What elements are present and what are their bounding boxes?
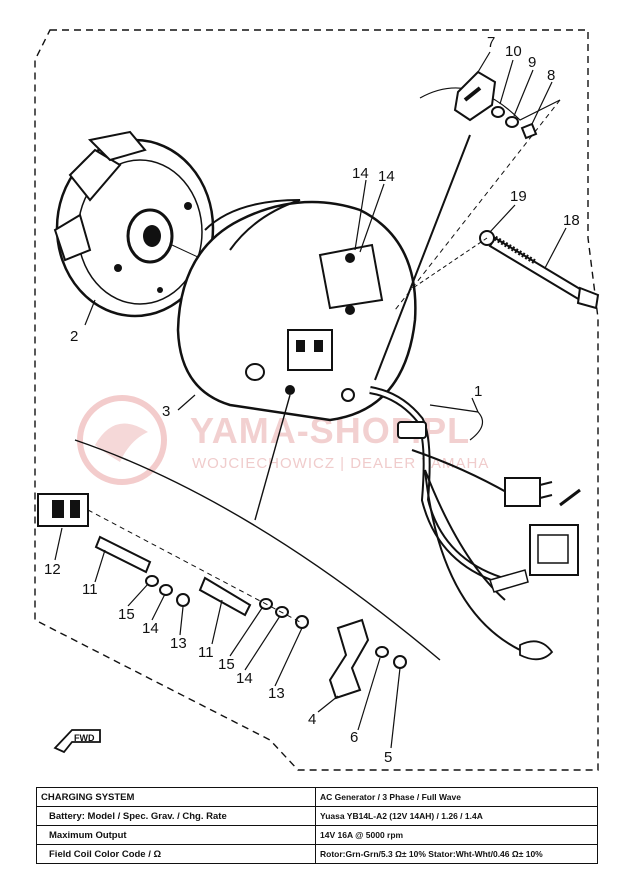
part-label-12: 12 xyxy=(44,561,61,578)
spec-value: Rotor:Grn-Grn/5.3 Ω± 10% Stator:Wht-Wht/… xyxy=(315,844,598,864)
part-label-15b: 15 xyxy=(218,656,235,673)
part-label-13b: 13 xyxy=(268,685,285,702)
leader-line xyxy=(177,394,196,411)
part-label-16: 14 xyxy=(378,168,395,185)
part-label-2: 2 xyxy=(70,328,78,345)
cover-part-7 xyxy=(453,70,497,122)
screw-part-13 xyxy=(295,615,309,629)
leader-line xyxy=(87,509,301,623)
washer-part-9 xyxy=(505,116,519,128)
part-number-labels: 7 10 9 8 14 14 19 18 2 3 1 12 11 15 14 1… xyxy=(44,34,580,766)
leader-line xyxy=(374,134,471,381)
spec-table-row: Maximum Output 14V 16A @ 5000 rpm xyxy=(36,825,598,845)
assembly-boundary xyxy=(34,29,599,771)
spec-table-row: Battery: Model / Spec. Grav. / Chg. Rate… xyxy=(36,806,598,826)
brush-holder-bracket-line xyxy=(74,439,441,661)
leader-line xyxy=(429,404,484,441)
fwd-label: FWD xyxy=(74,733,95,743)
brush-holder-part-12 xyxy=(37,493,89,527)
brush-part-11 xyxy=(94,535,152,574)
part-label-18: 18 xyxy=(563,212,580,229)
part-label-14b: 14 xyxy=(236,670,253,687)
part-label-8: 8 xyxy=(547,67,555,84)
rotor xyxy=(53,130,215,318)
part-label-5: 5 xyxy=(384,749,392,766)
part-label-17: 14 xyxy=(352,165,369,182)
washer-part-15 xyxy=(145,575,159,587)
spec-value: Yuasa YB14L-A2 (12V 14AH) / 1.26 / 1.4A xyxy=(315,806,598,826)
screw-part-5 xyxy=(393,655,407,669)
stator-housing xyxy=(176,199,417,422)
part-label-6: 6 xyxy=(350,729,358,746)
part-label-14: 14 xyxy=(142,620,159,637)
part-label-10: 10 xyxy=(505,43,522,60)
bracket-part-4 xyxy=(328,618,370,700)
leader-line xyxy=(471,397,479,413)
leader-line xyxy=(84,299,96,326)
spec-key: Battery: Model / Spec. Grav. / Chg. Rate xyxy=(36,806,316,826)
spec-table-header-row: CHARGING SYSTEM AC Generator / 3 Phase /… xyxy=(36,787,598,807)
leader-lines xyxy=(54,51,567,749)
part-label-3: 3 xyxy=(162,403,170,420)
part-label-9: 9 xyxy=(528,54,536,71)
spec-header-key: CHARGING SYSTEM xyxy=(36,787,316,807)
part-label-4: 4 xyxy=(308,711,316,728)
spec-table-row: Field Coil Color Code / Ω Rotor:Grn-Grn/… xyxy=(36,844,598,864)
washer-part-6 xyxy=(375,646,389,658)
spec-value: 14V 16A @ 5000 rpm xyxy=(315,825,598,845)
spec-key: Field Coil Color Code / Ω xyxy=(36,844,316,864)
spec-key: Maximum Output xyxy=(36,825,316,845)
washer-part-10 xyxy=(491,106,505,118)
screw-part-13 xyxy=(176,593,190,607)
brush-part-11 xyxy=(198,576,252,617)
watermark-subtitle: WOJCIECHOWICZ | DEALER YAMAHA xyxy=(192,455,489,472)
exploded-parts-diagram: YAMA-SHOP.PL WOJCIECHOWICZ | DEALER YAMA… xyxy=(34,29,600,771)
part-label-13: 13 xyxy=(170,635,187,652)
spec-header-value: AC Generator / 3 Phase / Full Wave xyxy=(315,787,598,807)
part-label-1: 1 xyxy=(474,383,482,400)
part-label-15: 15 xyxy=(118,606,135,623)
watermark-logo-icon xyxy=(77,395,167,485)
bolt-part-18 xyxy=(488,235,600,310)
washer-part-14 xyxy=(159,584,173,596)
part-label-11b: 11 xyxy=(198,644,214,661)
watermark-logo-swirl xyxy=(95,423,148,462)
leader-line xyxy=(254,394,291,521)
part-label-7: 7 xyxy=(487,34,495,51)
wiring-harness xyxy=(369,386,581,661)
leader-line xyxy=(409,237,488,291)
forward-direction-icon: FWD xyxy=(53,729,101,754)
part-label-11: 11 xyxy=(82,581,98,598)
leader-line xyxy=(394,99,561,311)
screw-part-8 xyxy=(520,122,538,140)
part-label-19: 19 xyxy=(510,188,527,205)
charging-system-spec-table: CHARGING SYSTEM AC Generator / 3 Phase /… xyxy=(36,787,598,864)
